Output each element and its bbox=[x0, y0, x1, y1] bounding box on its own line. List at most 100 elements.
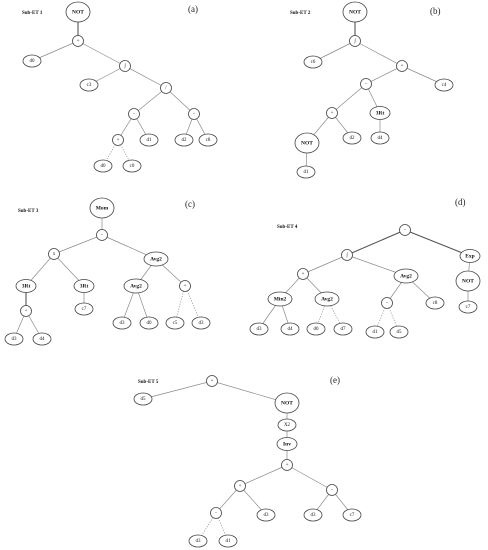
tree-node-ellipse bbox=[4, 332, 24, 346]
tree-node: d0 bbox=[22, 54, 42, 68]
tree-node-label: d5 bbox=[141, 397, 147, 402]
tree-node-label: - bbox=[365, 82, 367, 87]
tree-node: + bbox=[112, 134, 124, 146]
tree-node-ellipse bbox=[22, 54, 42, 68]
tree-node-label: - bbox=[133, 112, 135, 117]
tree-node-ellipse bbox=[112, 134, 124, 146]
tree-node: d1 bbox=[365, 325, 385, 339]
tree-node-ellipse bbox=[123, 278, 149, 294]
tree-node-ellipse bbox=[96, 229, 108, 241]
tree-node-ellipse bbox=[143, 251, 169, 267]
tree-edge bbox=[215, 485, 241, 514]
tree-node-ellipse bbox=[198, 133, 218, 147]
tree-node-ellipse bbox=[455, 270, 481, 292]
tree-node-ellipse bbox=[370, 131, 390, 145]
tree-node: c8 bbox=[425, 296, 445, 310]
tree-node-label: c0 bbox=[130, 164, 135, 169]
tree-node-ellipse bbox=[249, 322, 269, 336]
tree-node-ellipse bbox=[425, 296, 445, 310]
tree-node-label: c7 bbox=[350, 513, 355, 518]
tree-node-ellipse bbox=[128, 108, 140, 120]
tree-node-ellipse bbox=[396, 60, 408, 72]
tree-node: d2 bbox=[174, 133, 194, 147]
tree-node-ellipse bbox=[174, 133, 194, 147]
tree-node-label: d7 bbox=[341, 327, 347, 332]
tree-node-ellipse bbox=[72, 35, 84, 47]
tree-node: c7 bbox=[342, 508, 362, 522]
tree-node: Min2 bbox=[267, 291, 293, 307]
tree-node: d3 bbox=[188, 534, 208, 548]
tree-node-label: c7 bbox=[82, 307, 87, 312]
tree-node: d4 bbox=[280, 322, 300, 336]
tree-edge bbox=[124, 65, 167, 89]
tree-node: d3 bbox=[4, 332, 24, 346]
tree-node-label: + bbox=[77, 39, 80, 44]
tree-node-ellipse bbox=[32, 332, 52, 346]
tree-node: x bbox=[48, 248, 60, 260]
tree-node-ellipse bbox=[381, 297, 393, 309]
tree-node-ellipse bbox=[306, 322, 326, 336]
tree-node: d0 bbox=[306, 322, 326, 336]
tree-node-label: d1 bbox=[373, 330, 379, 335]
tree-node-ellipse bbox=[89, 197, 115, 219]
tree-node-ellipse bbox=[139, 133, 159, 147]
tree-node-ellipse bbox=[369, 106, 391, 120]
tree-node-ellipse bbox=[122, 159, 142, 173]
tree-node: c7 bbox=[458, 300, 478, 314]
tree-node-label: Avg2 bbox=[150, 256, 162, 262]
tree-node: d3 bbox=[249, 322, 269, 336]
tree-node: d3 bbox=[256, 508, 276, 522]
tree-node-label: d2 bbox=[350, 136, 356, 141]
tree-node-ellipse bbox=[281, 459, 293, 471]
tree-node-label: - bbox=[331, 488, 333, 493]
panel-letter: (b) bbox=[430, 6, 441, 16]
tree-node-label: Exp bbox=[465, 253, 474, 259]
panel-title: Sub-ET 2 bbox=[290, 11, 311, 16]
tree-node-label: ∫ bbox=[345, 252, 348, 258]
tree-node: + bbox=[281, 459, 293, 471]
tree-node-label: d1 bbox=[226, 539, 232, 544]
tree-node-label: Avg2 bbox=[321, 296, 333, 302]
tree-node: + bbox=[206, 375, 218, 387]
tree-edge bbox=[346, 229, 406, 256]
tree-node: c5 bbox=[165, 316, 185, 330]
tree-node-ellipse bbox=[74, 302, 94, 316]
tree-node-ellipse bbox=[256, 508, 276, 522]
tree-node: - bbox=[188, 108, 200, 120]
tree-node: + bbox=[20, 305, 32, 317]
tree-node-ellipse bbox=[349, 35, 361, 47]
tree-node-label: c8 bbox=[206, 138, 211, 143]
tree-node: - bbox=[381, 297, 393, 309]
tree-node: + bbox=[179, 280, 191, 292]
tree-node-ellipse bbox=[303, 55, 323, 69]
tree-node-ellipse bbox=[191, 316, 211, 330]
tree-node-ellipse bbox=[165, 316, 185, 330]
tree-node-ellipse bbox=[73, 279, 95, 293]
tree-node-ellipse bbox=[179, 280, 191, 292]
tree-edge bbox=[286, 464, 333, 491]
tree-node-ellipse bbox=[399, 224, 411, 236]
tree-node-label: d0 bbox=[147, 321, 153, 326]
tree-node-label: d3 bbox=[120, 321, 126, 326]
tree-node: 3Rt bbox=[369, 106, 391, 120]
tree-node: + bbox=[72, 35, 84, 47]
tree-node: c4 bbox=[434, 78, 454, 92]
tree-node-label: - bbox=[215, 511, 217, 516]
tree-edge bbox=[331, 83, 367, 114]
tree-node: d1 bbox=[139, 133, 159, 147]
tree-node-label: d1 bbox=[147, 138, 153, 143]
tree-node: d0 bbox=[139, 316, 159, 330]
tree-node: / bbox=[160, 82, 172, 94]
tree-node-ellipse bbox=[280, 322, 300, 336]
tree-node: c6 bbox=[303, 55, 323, 69]
tree-node-ellipse bbox=[20, 305, 32, 317]
tree-node-label: - bbox=[193, 112, 195, 117]
tree-edge bbox=[165, 87, 195, 115]
tree-node: Avg2 bbox=[314, 291, 340, 307]
tree-node-ellipse bbox=[342, 131, 362, 145]
tree-node-ellipse bbox=[218, 534, 238, 548]
tree-node-label: NOT bbox=[462, 278, 474, 284]
